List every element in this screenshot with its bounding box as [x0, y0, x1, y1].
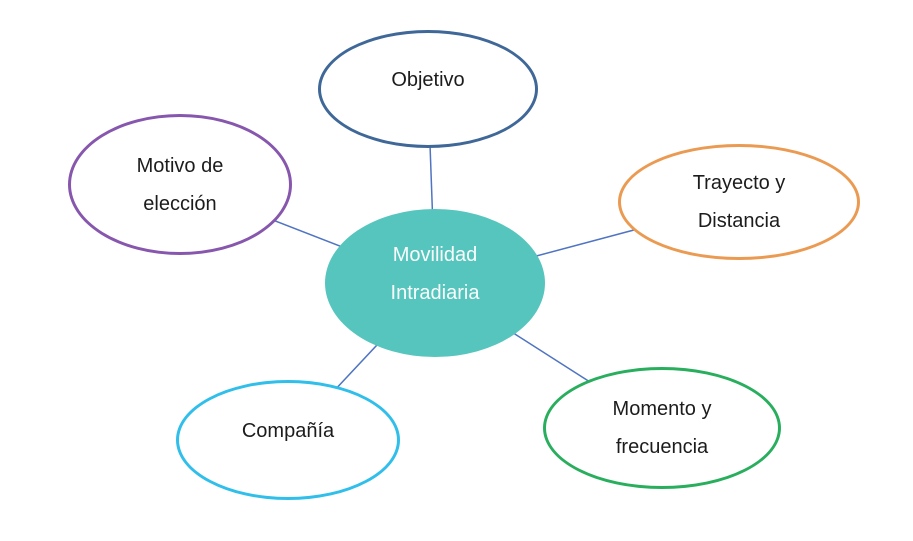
- node-trayecto-y-distancia-label: Trayecto y Distancia: [692, 172, 786, 232]
- node-compania: Compañía: [176, 380, 400, 500]
- center-node-label: Movilidad Intradiaria: [390, 244, 480, 304]
- node-motivo-de-eleccion: Motivo de elección: [68, 114, 292, 255]
- node-momento-y-frecuencia: Momento y frecuencia: [543, 367, 781, 489]
- node-compania-label: Compañía: [241, 420, 335, 442]
- node-objetivo: Objetivo: [318, 30, 538, 148]
- node-objetivo-label: Objetivo: [391, 69, 465, 91]
- node-trayecto-y-distancia: Trayecto y Distancia: [618, 144, 860, 260]
- center-node: Movilidad Intradiaria: [325, 209, 545, 357]
- node-momento-y-frecuencia-label: Momento y frecuencia: [612, 398, 712, 458]
- node-motivo-de-eleccion-label: Motivo de elección: [136, 154, 224, 215]
